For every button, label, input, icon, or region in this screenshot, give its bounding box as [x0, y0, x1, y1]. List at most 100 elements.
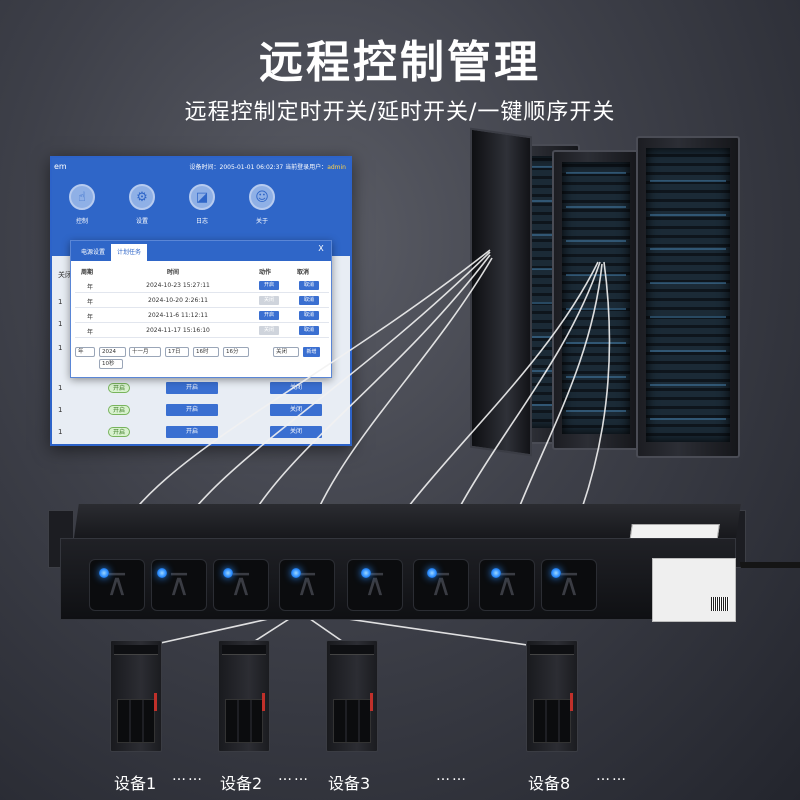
schedule-time: 2024-10-20 2:26:11 [148, 297, 208, 304]
schedule-time: 2024-11-17 15:16:10 [146, 327, 210, 334]
table-row: 1 [52, 314, 350, 336]
status-badge: 开启 [108, 405, 130, 415]
col-time: 时间 [167, 269, 180, 276]
outlet-socket: ⊼ [541, 559, 597, 611]
outlet-socket: ⊼ [279, 559, 335, 611]
nav-control[interactable]: ☝ 控制 [62, 184, 102, 225]
ellipsis: …… [172, 768, 204, 784]
col-cancel: 取消 [297, 269, 310, 276]
outlet-led [291, 568, 301, 578]
chart-icon: ◪ [189, 184, 215, 210]
schedule-cycle: 年 [87, 284, 94, 291]
schedule-cancel-button[interactable]: 取消 [299, 296, 319, 305]
outlet-number: 1 [58, 344, 63, 352]
panel-header: em 设备时间：2005-01-01 06:02:37 当前登录用户：admin… [52, 158, 350, 256]
schedule-cancel-button[interactable]: 取消 [299, 326, 319, 335]
outlet-led [551, 568, 561, 578]
ellipsis: …… [278, 768, 310, 784]
schedule-cancel-button[interactable]: 取消 [299, 281, 319, 290]
open-button[interactable]: 开启 [166, 404, 218, 416]
close-button[interactable]: 关闭 [270, 382, 322, 394]
panel-status: 设备时间：2005-01-01 06:02:37 当前登录用户：admin [190, 162, 346, 171]
ellipsis: …… [436, 768, 468, 784]
schedule-cycle: 年 [87, 329, 94, 336]
schedule-row: 年 2024-10-23 15:27:11 开启 取消 [75, 279, 329, 293]
nav-log-label: 日志 [195, 218, 208, 225]
rack-cabinet-middle [552, 150, 640, 450]
outlet-number: 1 [58, 428, 63, 436]
schedule-action-button[interactable]: 开启 [259, 281, 279, 290]
page-subtitle: 远程控制定时开关/延时开关/一键顺序开关 [184, 100, 616, 125]
server-device-1 [110, 640, 162, 752]
outlet-socket: ⊼ [89, 559, 145, 611]
outlet-led [223, 568, 233, 578]
ellipsis: …… [596, 768, 628, 784]
outlet-socket: ⊼ [347, 559, 403, 611]
outlet-socket: ⊼ [413, 559, 469, 611]
outlet-socket: ⊼ [213, 559, 269, 611]
nav-settings-label: 设置 [135, 218, 148, 225]
outlet-number: 1 [58, 320, 63, 328]
user-icon: ☺ [249, 184, 275, 210]
schedule-cycle: 年 [87, 314, 94, 321]
nav-about[interactable]: ☺ 关于 [242, 184, 282, 225]
product-label [652, 558, 736, 622]
status-badge: 开启 [108, 383, 130, 393]
outlet-socket: ⊼ [151, 559, 207, 611]
outlet-number: 1 [58, 298, 63, 306]
login-user: admin [327, 164, 346, 171]
status-badge: 开启 [108, 427, 130, 437]
add-schedule-button[interactable]: 新增 [303, 347, 320, 357]
hand-pointer-icon: ☝ [69, 184, 95, 210]
panel-logo: em [54, 162, 67, 171]
open-button[interactable]: 开启 [166, 426, 218, 438]
outlet-led [427, 568, 437, 578]
close-icon[interactable]: X [318, 244, 324, 253]
device-label: 设备8 [528, 774, 571, 793]
schedule-row: 年 2024-11-17 15:16:10 关闭 取消 [75, 324, 329, 338]
table-row: 1 开启 开启 关闭 [52, 422, 350, 444]
table-row: 1 开启 开启 关闭 [52, 378, 350, 400]
schedule-action-button[interactable]: 关闭 [259, 296, 279, 305]
pdu-front: ⊼ ⊼ ⊼ ⊼ ⊼ ⊼ ⊼ ⊼ [60, 538, 736, 620]
action-select[interactable]: 关闭 [273, 347, 299, 357]
nav-about-label: 关于 [255, 218, 268, 225]
tab-power-settings[interactable]: 电源设置 [81, 249, 106, 256]
day-select[interactable]: 17日 [165, 347, 189, 357]
outlet-led [157, 568, 167, 578]
hour-select[interactable]: 16时 [193, 347, 219, 357]
schedule-action-button[interactable]: 关闭 [259, 326, 279, 335]
table-row: 1 [52, 338, 350, 360]
device-time: 设备时间：2005-01-01 06:02:37 [189, 164, 284, 171]
device-label: 设备1 [114, 774, 157, 793]
rack-cabinet-right [636, 136, 740, 458]
schedule-cancel-button[interactable]: 取消 [299, 311, 319, 320]
pdu-power-strip: ⊼ ⊼ ⊼ ⊼ ⊼ ⊼ ⊼ ⊼ [48, 504, 746, 622]
outlet-socket: ⊼ [479, 559, 535, 611]
month-select[interactable]: 十一月 [129, 347, 161, 357]
outlet-led [361, 568, 371, 578]
outlet-led [491, 568, 501, 578]
col-action: 动作 [259, 269, 272, 276]
barcode [711, 597, 729, 611]
device-label: 设备2 [220, 774, 263, 793]
cycle-select[interactable]: 年 [75, 347, 95, 357]
table-row: 1 [52, 292, 350, 314]
schedule-action-button[interactable]: 开启 [259, 311, 279, 320]
open-button[interactable]: 开启 [166, 382, 218, 394]
nav-log[interactable]: ◪ 日志 [182, 184, 222, 225]
device-label: 设备3 [328, 774, 371, 793]
minute-select[interactable]: 16分 [223, 347, 249, 357]
second-select[interactable]: 10秒 [99, 359, 123, 369]
tab-schedule[interactable]: 计划任务 [111, 244, 148, 261]
year-select[interactable]: 2024 [99, 347, 126, 357]
dialog-tabbar: 电源设置 计划任务 X [71, 241, 331, 261]
table-header-left: 关闭 [58, 271, 72, 279]
nav-settings[interactable]: ⚙ 设置 [122, 184, 162, 225]
schedule-row: 年 2024-11-6 11:12:11 开启 取消 [75, 309, 329, 323]
outlet-led [99, 568, 109, 578]
outlet-number: 1 [58, 384, 63, 392]
schedule-dialog: 电源设置 计划任务 X 周期 时间 动作 取消 年 2024-10-23 15:… [70, 240, 332, 378]
server-device-3 [326, 640, 378, 752]
